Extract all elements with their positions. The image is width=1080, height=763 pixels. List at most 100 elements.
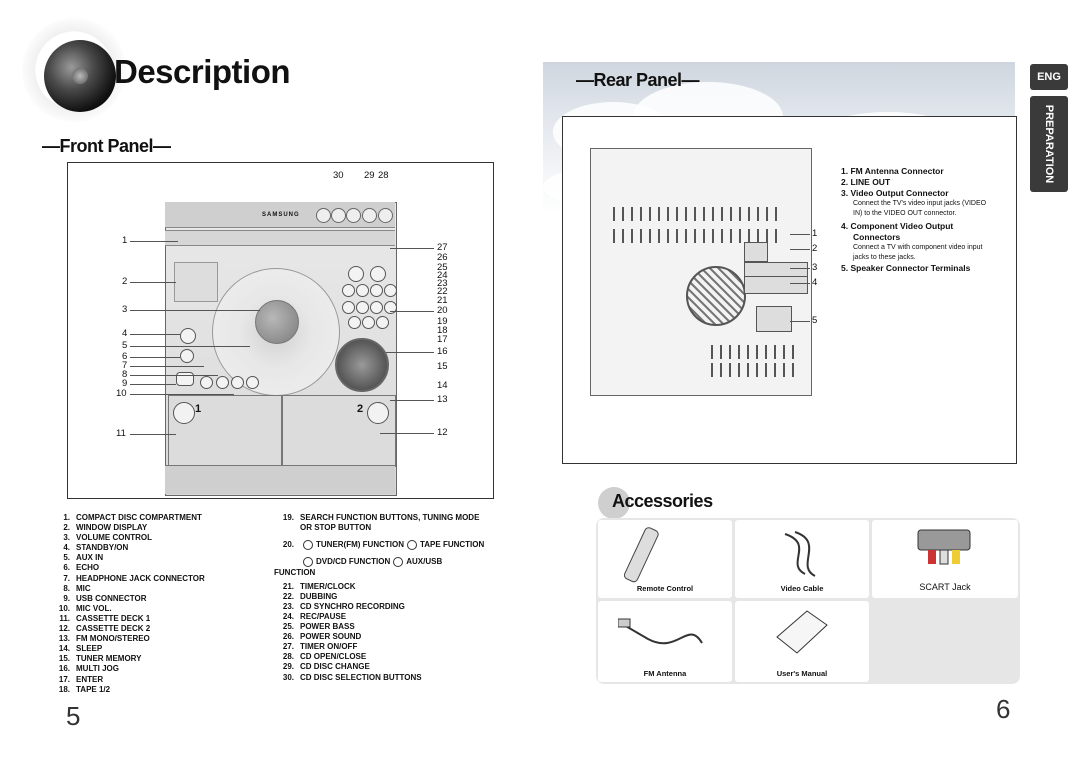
callout-23: 23 xyxy=(437,278,448,289)
list-item: 6.ECHO xyxy=(63,563,100,573)
dvd-cd-icon xyxy=(303,557,313,568)
deck-1-number: 1 xyxy=(195,403,202,415)
leader-line xyxy=(130,241,178,242)
echo-button-icon xyxy=(180,349,194,363)
function-button-icon xyxy=(384,301,397,314)
power-sound-button-icon xyxy=(348,266,364,282)
rear-callout-1: 1 xyxy=(812,228,818,239)
speaker-terminal-icon xyxy=(756,306,792,332)
accessory-scart-jack: SCART Jack xyxy=(872,520,1018,598)
leader-line xyxy=(130,334,180,335)
accessories-grid: Remote Control Video Cable SCART Jack FM… xyxy=(596,518,1020,684)
rear-item: 5. Speaker Connector Terminals xyxy=(841,263,971,273)
list-item: 11.CASSETTE DECK 1 xyxy=(59,613,151,623)
callout-4: 4 xyxy=(122,328,128,339)
list-item: 24.REC/PAUSE xyxy=(282,611,347,621)
leader-line xyxy=(130,366,204,367)
callout-5: 5 xyxy=(122,340,128,351)
leader-line xyxy=(790,283,810,284)
list-item: 30.CD DISC SELECTION BUTTONS xyxy=(282,672,422,682)
callout-15: 15 xyxy=(437,361,448,372)
callout-2: 2 xyxy=(122,276,128,287)
cd-disc-icon xyxy=(44,40,116,112)
accessory-fm-antenna: FM Antenna xyxy=(598,601,732,682)
leader-line xyxy=(130,394,234,395)
leader-line xyxy=(130,357,180,358)
list-item: 3.VOLUME CONTROL xyxy=(63,533,152,543)
list-item: 12.CASSETTE DECK 2 xyxy=(58,624,151,634)
vent-slots xyxy=(613,229,783,243)
accessory-label: Remote Control xyxy=(636,584,694,593)
list-item: 21.TIMER/CLOCK xyxy=(282,581,356,591)
list-item-continued: OR STOP BUTTON xyxy=(300,523,372,533)
mic-jack-icon xyxy=(216,376,229,389)
tape-icon xyxy=(406,540,417,551)
callout-24: 24 xyxy=(437,270,448,281)
list-item: 8.MIC xyxy=(63,583,91,593)
list-item: 18.TAPE 1/2 xyxy=(58,684,111,694)
power-button-icon xyxy=(180,328,196,344)
small-button-icon xyxy=(384,284,397,297)
list-item-continued: FUNCTION xyxy=(274,567,316,577)
fm-antenna-icon xyxy=(618,618,703,645)
cooling-fan-icon xyxy=(686,266,746,326)
page-number-left: 5 xyxy=(66,701,81,731)
volume-knob-icon xyxy=(255,300,299,344)
small-button-icon xyxy=(370,284,383,297)
aux-usb-icon xyxy=(393,557,404,568)
list-item: 15.TUNER MEMORY xyxy=(58,654,142,664)
rear-item: 2. LINE OUT xyxy=(841,177,891,187)
headphone-jack-icon xyxy=(200,376,213,389)
list-item: 26.POWER SOUND xyxy=(282,632,362,642)
callout-19: 19 xyxy=(437,316,448,327)
list-item: 7.HEADPHONE JACK CONNECTOR xyxy=(63,573,205,583)
leader-line xyxy=(390,311,434,312)
list-item: 5.AUX IN xyxy=(63,553,104,563)
list-item: 1.COMPACT DISC COMPARTMENT xyxy=(63,513,202,522)
callout-1: 1 xyxy=(122,235,128,246)
leader-line xyxy=(790,234,810,235)
vent-slots xyxy=(711,345,795,359)
leader-line xyxy=(790,249,810,250)
section-tab: PREPARATION xyxy=(1030,96,1068,192)
section-tab-label: PREPARATION xyxy=(1043,104,1055,184)
accessories-heading: Accessories xyxy=(612,491,713,511)
cd-compartment-illustration xyxy=(165,230,395,246)
deck-2-number: 2 xyxy=(357,403,364,415)
disc-select-button-icon xyxy=(316,208,331,223)
leader-line xyxy=(130,282,176,283)
function-button-icon xyxy=(370,301,383,314)
rear-callout-2: 2 xyxy=(812,243,818,254)
leader-line xyxy=(390,400,434,401)
list-item: 14.SLEEP xyxy=(58,644,103,654)
rear-item-desc: Connect the TV's video input jacks (VIDE… xyxy=(853,200,987,217)
callout-12: 12 xyxy=(437,427,448,438)
rear-item: 3. Video Output Connector xyxy=(841,188,949,198)
accessory-users-manual: User's Manual xyxy=(735,601,869,682)
accessory-label: FM Antenna xyxy=(643,669,687,678)
callout-27: 27 xyxy=(437,242,448,253)
rear-callout-4: 4 xyxy=(812,277,818,288)
callout-30: 30 xyxy=(333,170,344,181)
list-item: 28.CD OPEN/CLOSE xyxy=(282,652,367,662)
list-item: 27.TIMER ON/OFF xyxy=(282,642,358,652)
accessory-remote-control: Remote Control xyxy=(598,520,732,598)
list-item: 13.FM MONO/STEREO xyxy=(58,634,150,644)
rear-panel-legend: 1. FM Antenna Connector 2. LINE OUT 3. V… xyxy=(841,166,1011,274)
open-close-button-icon xyxy=(378,208,393,223)
remote-control-icon xyxy=(624,527,659,583)
unit-top-strip xyxy=(165,202,395,228)
accessory-label: SCART Jack xyxy=(919,582,971,592)
accessory-video-cable: Video Cable xyxy=(735,520,869,598)
rear-item-continued: Connectors xyxy=(853,232,901,242)
list-item: 22.DUBBING xyxy=(282,591,338,601)
leader-line xyxy=(790,321,810,322)
list-item: 10.MIC VOL. xyxy=(58,603,112,613)
power-bass-button-icon xyxy=(370,266,386,282)
callout-8: 8 xyxy=(122,369,128,380)
list-item: 2.WINDOW DISPLAY xyxy=(63,523,148,533)
page-number-right: 6 xyxy=(996,694,1011,724)
